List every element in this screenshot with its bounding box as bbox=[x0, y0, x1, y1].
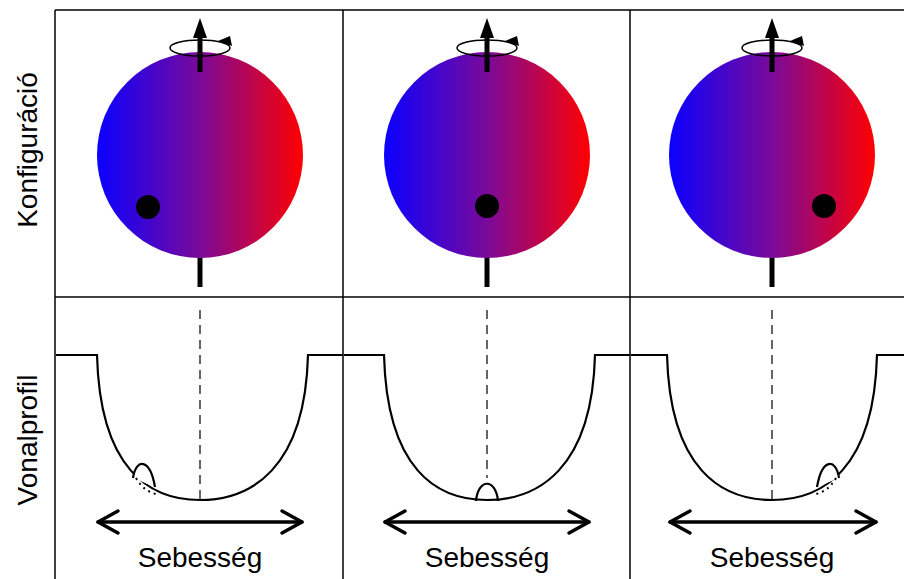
row-label: Vonalprofil bbox=[12, 375, 44, 506]
axis-label: Sebesség bbox=[710, 542, 835, 574]
axis-label: Sebesség bbox=[138, 542, 263, 574]
star-config bbox=[97, 18, 303, 287]
grid bbox=[55, 10, 904, 579]
velocity-arrow bbox=[98, 511, 876, 533]
axis-label: Sebesség bbox=[425, 542, 550, 574]
center-line bbox=[200, 310, 772, 500]
star-config bbox=[384, 18, 590, 287]
row-label: Konfiguráció bbox=[12, 72, 44, 228]
star-config bbox=[669, 18, 875, 287]
hidden-profile bbox=[136, 478, 836, 494]
line-profile bbox=[56, 355, 904, 501]
